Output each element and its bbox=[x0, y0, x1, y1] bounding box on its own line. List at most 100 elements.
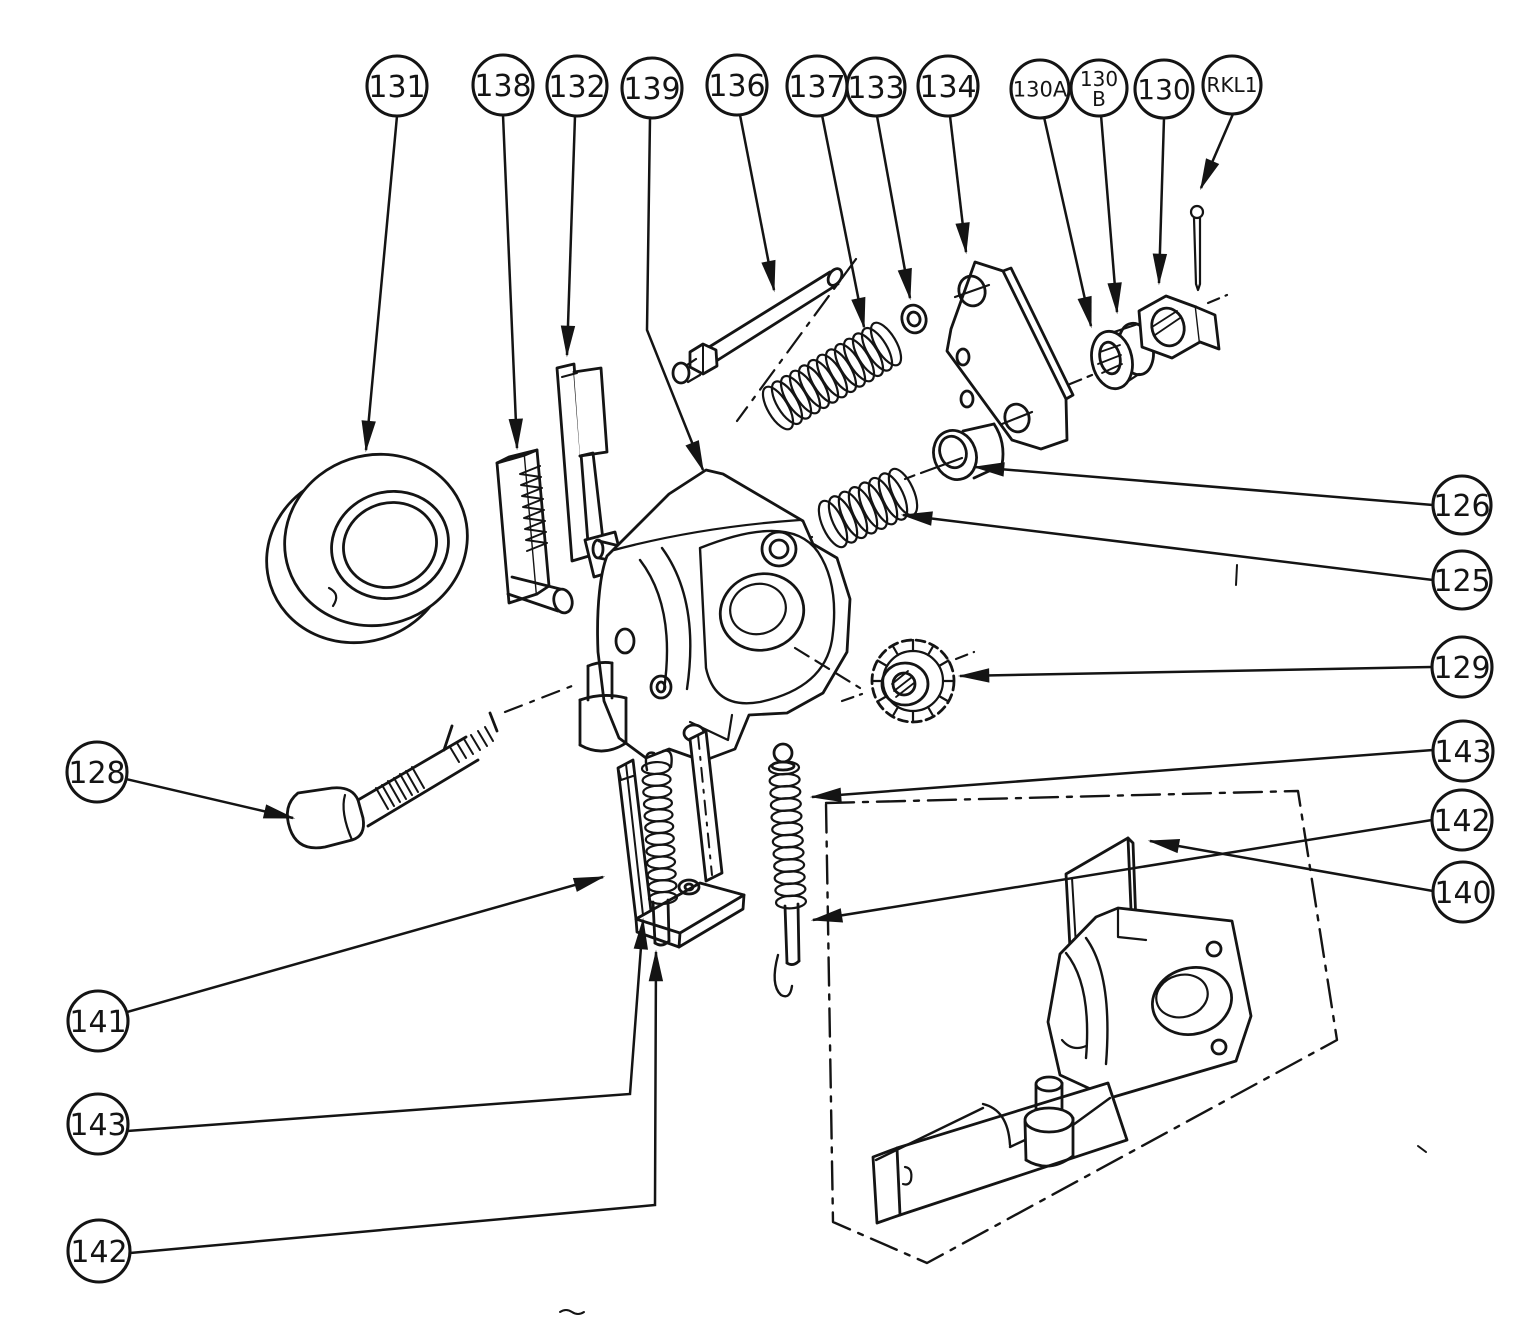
callout-leader-132 bbox=[560, 115, 577, 358]
callout-circle-134 bbox=[916, 54, 980, 118]
callout-label-128: 128 bbox=[68, 756, 125, 791]
callout-leader-140 bbox=[1147, 838, 1434, 893]
callout-leader-130B bbox=[1099, 114, 1122, 315]
callout-circle-141 bbox=[66, 989, 130, 1053]
callout-136: 136 bbox=[705, 53, 776, 293]
callout-130A: 130A bbox=[1009, 58, 1093, 329]
spring-143-right bbox=[767, 760, 808, 910]
callout-circle-142R bbox=[1430, 788, 1494, 852]
callout-142L: 142 bbox=[66, 949, 664, 1284]
spring-125 bbox=[817, 467, 919, 549]
callout-RKL1: RKL1 bbox=[1199, 54, 1263, 191]
callout-leader-126 bbox=[972, 462, 1434, 507]
assembled-post bbox=[1023, 1075, 1075, 1168]
callout-label-133: 133 bbox=[847, 71, 904, 106]
callout-label-140: 140 bbox=[1434, 876, 1491, 911]
callout-label-137: 137 bbox=[788, 70, 845, 105]
callout-143L: 143 bbox=[66, 917, 649, 1156]
part-rkl1-cotter-pin bbox=[1189, 204, 1205, 292]
part-136-rod bbox=[671, 267, 844, 385]
spring-143-left bbox=[640, 760, 679, 906]
callout-137: 137 bbox=[785, 54, 866, 330]
callout-leader-133 bbox=[875, 115, 912, 301]
callout-140: 140 bbox=[1147, 838, 1495, 924]
callout-leader-138 bbox=[501, 114, 523, 451]
callout-leader-129 bbox=[957, 665, 1433, 683]
callout-label-143R: 143 bbox=[1434, 735, 1491, 770]
callout-label-RKL1: RKL1 bbox=[1207, 73, 1258, 97]
callout-label-143L: 143 bbox=[69, 1108, 126, 1143]
callout-label-142L: 142 bbox=[70, 1235, 127, 1270]
callout-circle-143R bbox=[1431, 719, 1495, 783]
part-128-bolt bbox=[285, 711, 499, 850]
callout-circle-131 bbox=[365, 54, 429, 118]
spring-137 bbox=[761, 321, 903, 431]
callout-leader-131 bbox=[361, 115, 399, 453]
part-131-ring bbox=[265, 452, 469, 645]
callout-circle-128 bbox=[65, 740, 129, 804]
callout-leader-142L bbox=[129, 949, 664, 1255]
callout-label-134: 134 bbox=[919, 70, 976, 105]
callout-141: 141 bbox=[66, 875, 606, 1053]
callout-125: 125 bbox=[900, 511, 1493, 611]
callout-143R: 143 bbox=[809, 719, 1495, 802]
callout-label-126: 126 bbox=[1433, 489, 1490, 524]
assembled-view-boundary bbox=[824, 789, 1339, 1265]
part-143-142-left-plunger bbox=[644, 749, 673, 947]
callout-139: 139 bbox=[620, 56, 705, 473]
callout-leader-130A bbox=[1042, 116, 1093, 329]
part-138-rack bbox=[495, 448, 574, 615]
callout-circle-143L bbox=[66, 1092, 130, 1156]
part-133-washer bbox=[900, 303, 928, 335]
callout-126: 126 bbox=[972, 462, 1493, 536]
callout-142R: 142 bbox=[810, 788, 1494, 923]
callout-circle-130 bbox=[1133, 58, 1195, 120]
callout-label-141: 141 bbox=[69, 1005, 126, 1040]
callout-leader-134 bbox=[948, 115, 970, 255]
assembled-housing bbox=[1046, 906, 1253, 1100]
callout-leader-143L bbox=[126, 917, 649, 1133]
scan-marks bbox=[559, 564, 1427, 1315]
callout-circle-133 bbox=[845, 56, 907, 118]
callout-leader-141 bbox=[126, 875, 606, 1014]
callout-circle-139 bbox=[620, 56, 684, 120]
callout-leader-125 bbox=[900, 511, 1434, 582]
callout-label-142R: 142 bbox=[1433, 804, 1490, 839]
callout-133: 133 bbox=[845, 56, 912, 301]
callout-label-138: 138 bbox=[474, 69, 531, 104]
callout-circle-142L bbox=[66, 1218, 132, 1284]
callout-circle-136 bbox=[705, 53, 769, 117]
callout-label-129: 129 bbox=[1433, 651, 1490, 686]
callout-circle-130A bbox=[1009, 58, 1071, 120]
callout-label-131: 131 bbox=[368, 70, 425, 105]
callout-138: 138 bbox=[471, 53, 535, 451]
part-141-bracket bbox=[616, 729, 746, 949]
callout-128: 128 bbox=[65, 740, 296, 820]
callout-label-132: 132 bbox=[548, 70, 605, 105]
callout-label-139: 139 bbox=[623, 72, 680, 107]
part-126-bushing bbox=[919, 422, 1005, 481]
part-130-nut bbox=[1137, 294, 1221, 360]
callout-130: 130 bbox=[1133, 58, 1195, 286]
callout-label-136: 136 bbox=[708, 69, 765, 104]
callout-label-125: 125 bbox=[1433, 564, 1490, 599]
callout-131: 131 bbox=[361, 54, 429, 453]
callout-circle-129 bbox=[1430, 635, 1494, 699]
part-129-gear bbox=[870, 638, 956, 724]
assembled-view bbox=[824, 789, 1339, 1265]
callout-leader-143R bbox=[809, 748, 1434, 802]
callout-circle-RKL1 bbox=[1201, 54, 1263, 116]
callout-circle-138 bbox=[471, 53, 535, 117]
callout-leader-137 bbox=[820, 114, 866, 330]
callout-132: 132 bbox=[545, 54, 609, 358]
callout-leader-142R bbox=[810, 818, 1433, 923]
callout-leader-130 bbox=[1152, 117, 1168, 286]
callout-circle-125 bbox=[1431, 549, 1493, 611]
callout-label-130A: 130A bbox=[1013, 78, 1068, 102]
callout-leader-139 bbox=[645, 117, 705, 473]
callout-label-130: 130 bbox=[1137, 73, 1190, 106]
